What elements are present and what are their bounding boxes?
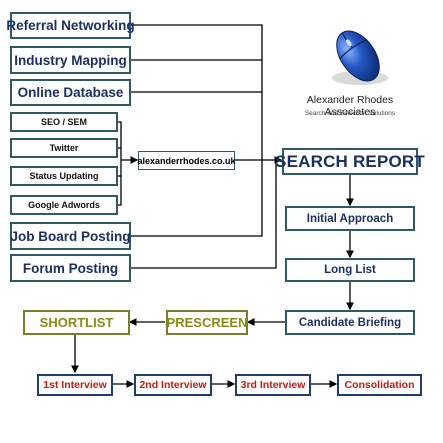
process-long-list: Long List xyxy=(285,258,415,282)
company-tagline: Search and Selection Solutions xyxy=(304,110,396,117)
source-referral-networking: Referral Networking xyxy=(6,12,135,39)
mouse-logo-icon xyxy=(332,30,388,85)
connector-referral xyxy=(131,24,263,160)
process-prescreen: PRESCREEN xyxy=(166,310,248,335)
interview-1st: 1st Interview xyxy=(37,374,113,396)
connector-forum xyxy=(131,160,277,269)
connector-jobboard xyxy=(131,160,263,237)
source-seo-sem: SEO / SEM xyxy=(10,112,118,132)
company-name: Alexander Rhodes Associates xyxy=(306,94,394,118)
connector-small-bracket xyxy=(118,121,122,206)
interview-consolidation: Consolidation xyxy=(337,374,422,396)
interview-3rd: 3rd Interview xyxy=(235,374,311,396)
source-online-database: Online Database xyxy=(10,79,131,106)
source-forum-posting: Forum Posting xyxy=(10,254,131,282)
source-industry-mapping: Industry Mapping xyxy=(10,46,131,74)
process-initial-approach: Initial Approach xyxy=(285,206,415,231)
source-twitter: Twitter xyxy=(10,138,118,158)
source-job-board-posting: Job Board Posting xyxy=(10,222,131,250)
process-search-report: SEARCH REPORT xyxy=(275,148,425,175)
hub-website: alexanderrhodes.co.uk xyxy=(137,151,236,170)
process-shortlist: SHORTLIST xyxy=(23,310,130,335)
process-candidate-briefing: Candidate Briefing xyxy=(285,310,415,335)
interview-2nd: 2nd Interview xyxy=(134,374,212,396)
source-google-adwords: Google Adwords xyxy=(10,195,118,215)
source-status-updating: Status Updating xyxy=(10,166,118,186)
